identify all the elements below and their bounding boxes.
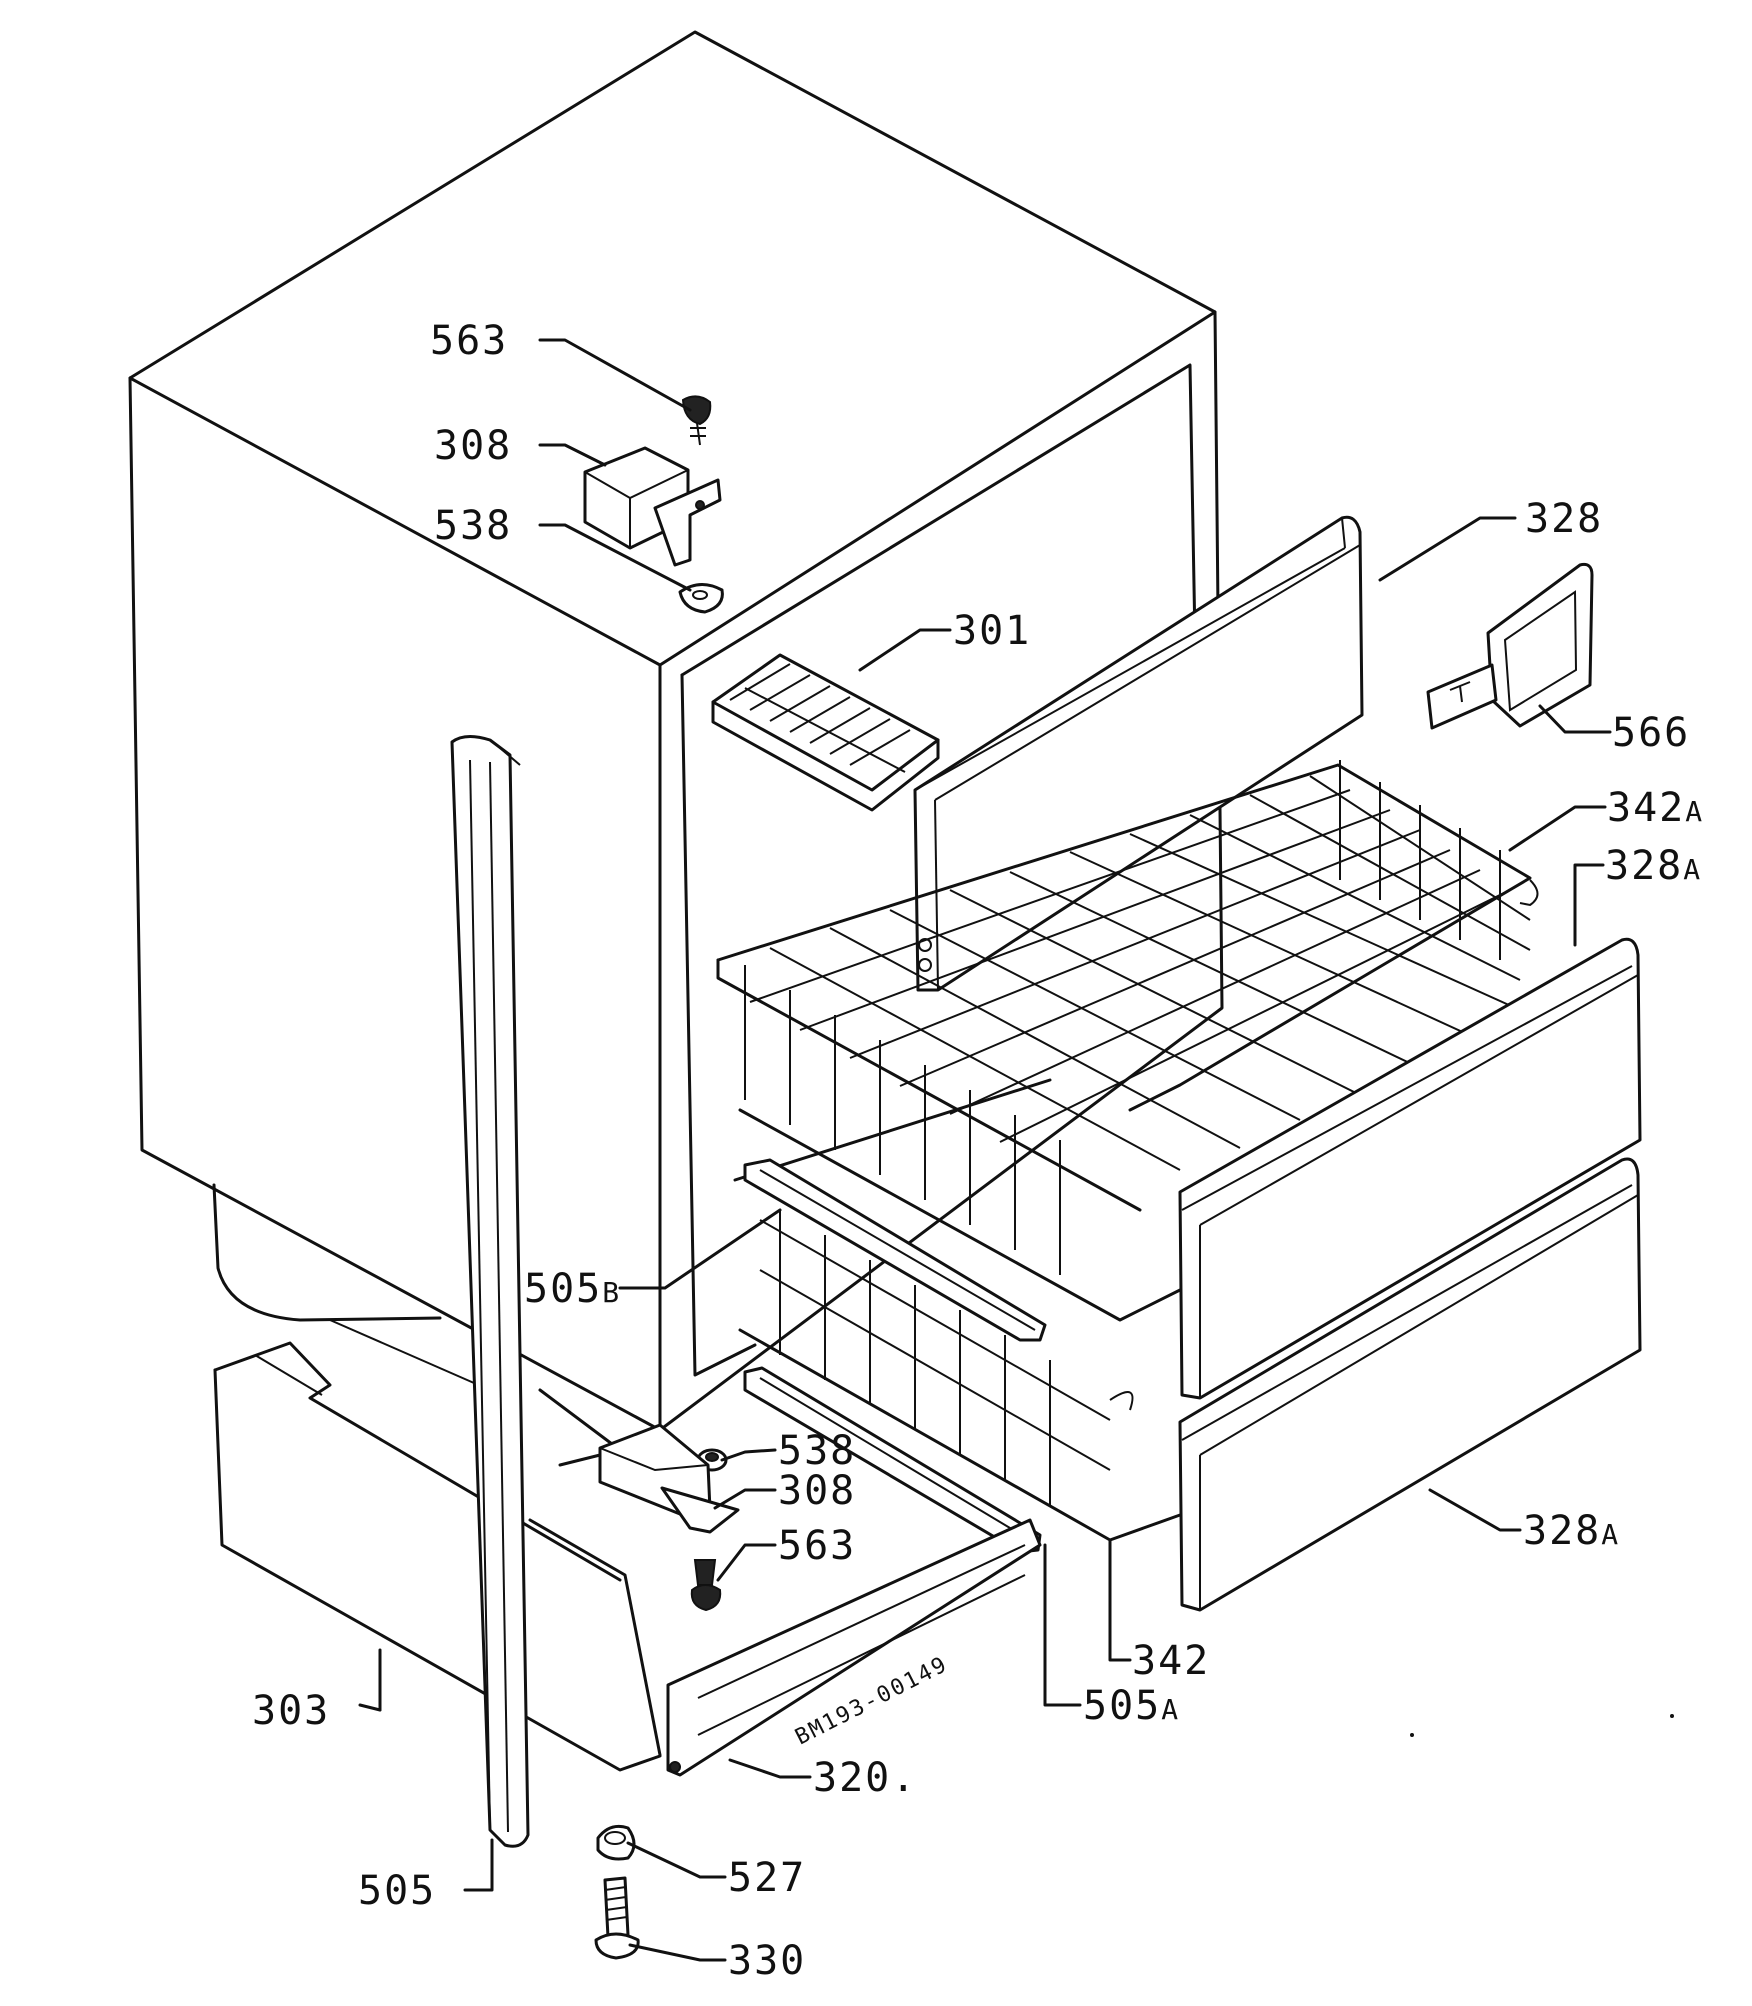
handle-566 (1426, 563, 1594, 730)
rail-505a (743, 1366, 1042, 1554)
label-308-top: 308 (434, 423, 512, 469)
drawer-front-328a-lower (1178, 1157, 1642, 1612)
label-328a-top: 328A (1605, 843, 1702, 889)
shelf-328 (913, 515, 1364, 992)
speck-dot (1670, 1714, 1674, 1718)
leader-lines (358, 338, 1612, 1962)
label-563-top: 563 (430, 318, 508, 364)
part-labels: 563 308 538 328 301 566 342A 328A 505B 5… (252, 318, 1704, 1984)
kick-plate-303 (213, 1341, 662, 1772)
ice-tray-301 (711, 653, 940, 812)
label-505a: 505A (1083, 1683, 1180, 1729)
label-328a-bottom: 328A (1523, 1508, 1620, 1554)
speck-dot (1410, 1733, 1414, 1737)
label-330: 330 (728, 1938, 806, 1984)
label-527: 527 (728, 1855, 806, 1901)
label-566: 566 (1612, 710, 1690, 756)
hinge-308-top (583, 446, 722, 567)
label-301: 301 (953, 608, 1031, 654)
screw-563-bottom (690, 1559, 722, 1612)
cabinet-body (128, 30, 1224, 1467)
hinge-308-bottom (598, 1423, 740, 1534)
label-342: 342 (1132, 1638, 1210, 1684)
label-303: 303 (252, 1688, 330, 1734)
drawer-front-328a-upper (1178, 937, 1642, 1400)
wire-basket-342a (716, 760, 1539, 1322)
bolt-330 (594, 1876, 640, 1960)
rail-505b (743, 1158, 1047, 1342)
trim-strip-320 (666, 1518, 1042, 1777)
label-505b: 505B (524, 1266, 621, 1312)
label-328: 328 (1525, 496, 1603, 542)
label-505: 505 (358, 1868, 436, 1914)
label-538-bottom: 538 (778, 1428, 856, 1474)
label-308-bottom: 308 (778, 1468, 856, 1514)
label-342a: 342A (1607, 785, 1704, 831)
label-563-bottom: 563 (778, 1523, 856, 1569)
screw-563-top (681, 395, 712, 446)
label-538-top: 538 (434, 503, 512, 549)
label-320: 320. (813, 1755, 917, 1801)
door-seal-505 (450, 735, 530, 1848)
